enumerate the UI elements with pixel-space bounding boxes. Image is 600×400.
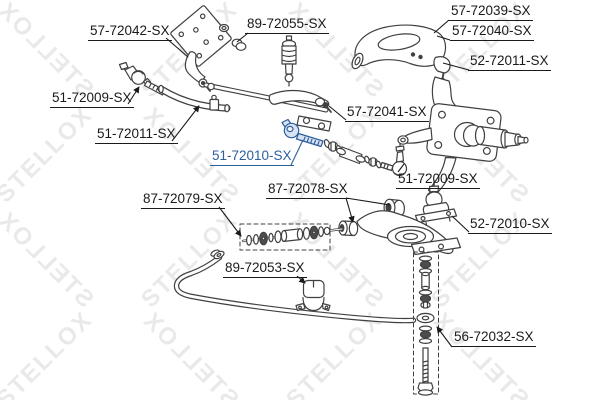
- part-label-89-72055-sx: 89-72055-SX: [245, 16, 329, 34]
- sway-bar-link-stack: [413, 251, 439, 396]
- part-label-89-72053-sx: 89-72053-SX: [223, 260, 307, 278]
- part-label-87-72078-sx: 87-72078-SX: [266, 181, 350, 199]
- part-label-51-72009-sx: 51-72009-SX: [50, 90, 134, 108]
- small-bushings: [218, 23, 247, 51]
- pitman-arm: [268, 89, 332, 113]
- leader-lines: [127, 19, 470, 348]
- idler-arm-bracket: [170, 5, 232, 67]
- tie-rod-end-right: [379, 142, 408, 177]
- relay-rod-fork: [296, 115, 332, 132]
- drag-link: [203, 82, 329, 113]
- part-label-57-72039-sx: 57-72039-SX: [449, 3, 533, 21]
- part-label-56-72032-sx: 56-72032-SX: [452, 329, 536, 347]
- part-label-87-72079-sx: 87-72079-SX: [141, 191, 225, 209]
- bushing-kit-box: [239, 223, 344, 251]
- steering-damper: [281, 35, 297, 87]
- part-label-52-72010-sx: 52-72010-SX: [468, 216, 552, 234]
- part-label-51-72009-sx-2: 51-72009-SX: [396, 171, 480, 189]
- part-label-52-72011-sx: 52-72011-SX: [468, 53, 551, 71]
- part-label-51-72010-sx-selected[interactable]: 51-72010-SX: [210, 148, 294, 166]
- part-label-57-72040-sx: 57-72040-SX: [450, 23, 534, 41]
- upper-control-arm: [351, 24, 447, 70]
- part-label-51-72011-sx: 51-72011-SX: [95, 126, 178, 144]
- lower-ball-joint: [414, 181, 458, 229]
- part-label-57-72042-sx: 57-72042-SX: [88, 23, 172, 41]
- sway-bar-bushing-bracket: [295, 279, 331, 312]
- part-label-57-72041-sx: 57-72041-SX: [345, 104, 429, 122]
- inner-tie-rod-highlighted[interactable]: [281, 118, 324, 148]
- sway-bar: [173, 249, 417, 324]
- lower-control-arm: [338, 198, 462, 256]
- tie-rod-boot: [336, 146, 382, 169]
- adjusting-sleeve: [157, 84, 231, 113]
- idler-arm: [184, 51, 211, 92]
